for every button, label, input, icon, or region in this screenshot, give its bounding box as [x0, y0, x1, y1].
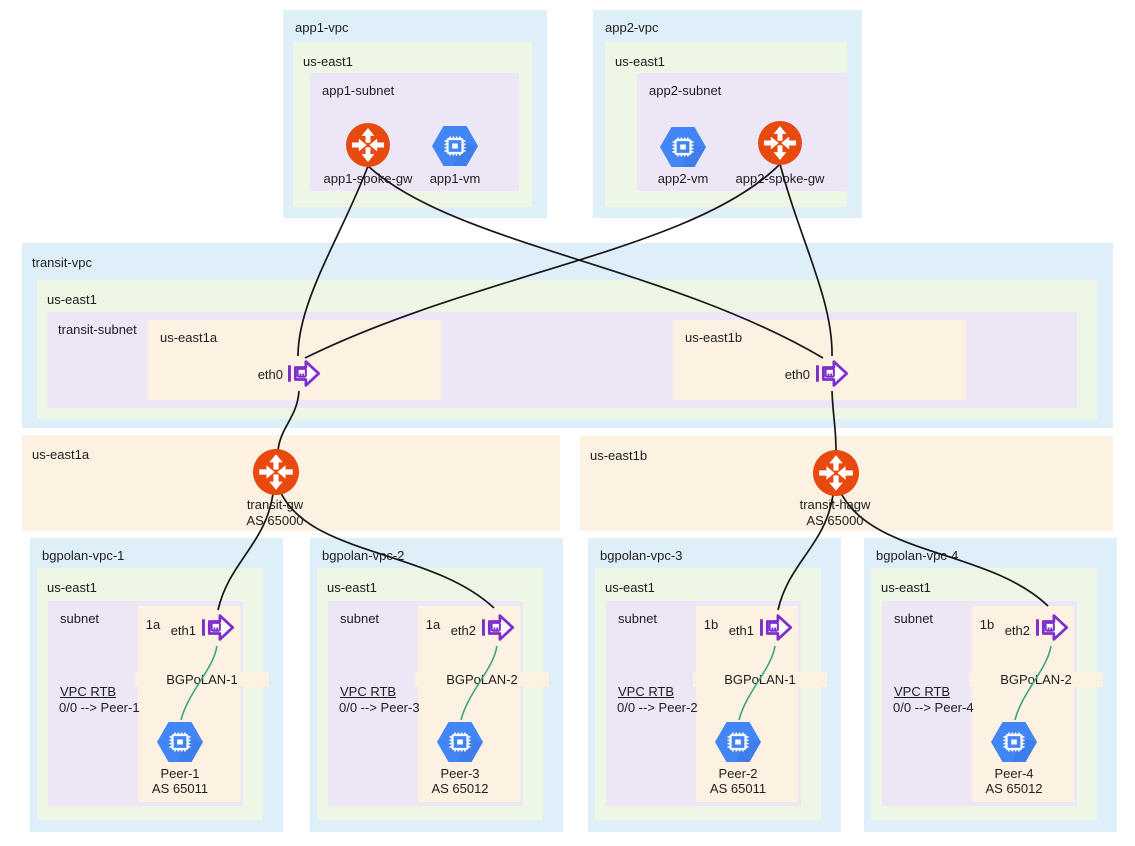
vpc-title: transit-vpc — [32, 255, 92, 270]
gateway-icon-app2-spoke-gw — [758, 121, 802, 168]
vpc-box-bgpolan-2: bgpolan-vpc-2 us-east1 subnet 1a eth2 BG… — [310, 538, 563, 832]
vm-label: app1-vm — [429, 171, 481, 186]
gateway-label: transit-gw — [246, 497, 304, 512]
vpc-title: bgpolan-vpc-4 — [876, 548, 959, 563]
zone-tag: 1b — [979, 617, 995, 632]
peer-label: Peer-2 — [718, 766, 758, 781]
vpc-title: bgpolan-vpc-3 — [600, 548, 683, 563]
zone-label: us-east1b — [590, 448, 648, 463]
gateway-icon-app1-spoke-gw — [346, 123, 390, 170]
vpc-box-bgpolan-4: bgpolan-vpc-4 us-east1 subnet 1b eth2 BG… — [864, 538, 1117, 832]
gateway-icon-transit-hagw — [813, 450, 859, 499]
subnet-label: app1-subnet — [322, 83, 395, 98]
gateway-label: app2-spoke-gw — [735, 171, 825, 186]
rtb-route: 0/0 --> Peer-2 — [617, 700, 698, 715]
subnet-label: subnet — [340, 611, 380, 626]
rtb-route: 0/0 --> Peer-4 — [893, 700, 974, 715]
vpc-title: bgpolan-vpc-2 — [322, 548, 405, 563]
lan-label: BGPoLAN-1 — [135, 672, 269, 687]
region-label: us-east1 — [605, 580, 655, 595]
vpc-title: app2-vpc — [605, 20, 659, 35]
vpc-box-bgpolan-3: bgpolan-vpc-3 us-east1 subnet 1b eth1 BG… — [588, 538, 841, 832]
region-label: us-east1 — [327, 580, 377, 595]
gateway-asn: AS 65000 — [246, 513, 304, 528]
vpc-box-bgpolan-1: bgpolan-vpc-1 us-east1 subnet 1a eth1 BG… — [30, 538, 283, 832]
vm-icon-app2-vm — [660, 127, 706, 170]
gateway-asn: AS 65000 — [806, 513, 864, 528]
peer-asn: AS 65012 — [985, 781, 1043, 796]
nic-label: eth2 — [450, 623, 476, 638]
vpc-box-app2: app2-vpc us-east1 app2-subnet app2-vm ap… — [593, 10, 862, 218]
nic-label-eth0-a: eth0 — [257, 367, 283, 382]
vm-icon-app1-vm — [432, 126, 478, 169]
peer-label: Peer-3 — [440, 766, 480, 781]
vpc-box-app1: app1-vpc us-east1 app1-subnet app1-spoke… — [283, 10, 547, 218]
zone-label: us-east1a — [160, 330, 218, 345]
rtb-route: 0/0 --> Peer-1 — [59, 700, 140, 715]
rtb-title: VPC RTB — [894, 684, 951, 699]
vm-icon-peer-2 — [715, 722, 761, 765]
peer-label: Peer-4 — [994, 766, 1034, 781]
region-label: us-east1 — [47, 580, 97, 595]
gateway-icon-transit-gw — [253, 449, 299, 498]
region-label: us-east1 — [303, 54, 353, 69]
vm-icon-peer-1 — [157, 722, 203, 765]
region-label: us-east1 — [881, 580, 931, 595]
peer-asn: AS 65011 — [709, 781, 767, 796]
lan-label: BGPoLAN-2 — [415, 672, 549, 687]
zone-tag: 1a — [425, 617, 441, 632]
vpc-title: bgpolan-vpc-1 — [42, 548, 125, 563]
rtb-route: 0/0 --> Peer-3 — [339, 700, 420, 715]
subnet-label: subnet — [618, 611, 658, 626]
nic-icon-vpc2-eth2 — [480, 611, 517, 647]
zone-tag: 1b — [703, 617, 719, 632]
nic-icon-vpc3-eth1 — [758, 611, 795, 647]
vpc-title: app1-vpc — [295, 20, 349, 35]
vm-icon-peer-4 — [991, 722, 1037, 765]
nic-icon-eth0-b — [814, 357, 851, 393]
nic-label: eth1 — [170, 623, 196, 638]
region-label: us-east1 — [615, 54, 665, 69]
subnet-label: app2-subnet — [649, 83, 722, 98]
subnet-label: subnet — [60, 611, 100, 626]
subnet-label: subnet — [894, 611, 934, 626]
nic-label: eth1 — [728, 623, 754, 638]
lan-label: BGPoLAN-2 — [969, 672, 1103, 687]
zone-label: us-east1b — [685, 330, 743, 345]
peer-asn: AS 65011 — [151, 781, 209, 796]
subnet-label: transit-subnet — [58, 322, 137, 337]
peer-asn: AS 65012 — [431, 781, 489, 796]
rtb-title: VPC RTB — [60, 684, 117, 699]
nic-icon-eth0-a — [286, 357, 323, 393]
rtb-title: VPC RTB — [618, 684, 675, 699]
zone-tag: 1a — [145, 617, 161, 632]
nic-icon-vpc1-eth1 — [200, 611, 237, 647]
vm-icon-peer-3 — [437, 722, 483, 765]
gateway-label: transit-hagw — [799, 497, 871, 512]
rtb-title: VPC RTB — [340, 684, 397, 699]
nic-icon-vpc4-eth2 — [1034, 611, 1071, 647]
region-label: us-east1 — [47, 292, 97, 307]
lan-label: BGPoLAN-1 — [693, 672, 827, 687]
peer-label: Peer-1 — [160, 766, 200, 781]
nic-label-eth0-b: eth0 — [784, 367, 810, 382]
nic-label: eth2 — [1004, 623, 1030, 638]
zone-label: us-east1a — [32, 447, 90, 462]
vpc-box-transit: transit-vpc us-east1 transit-subnet us-e… — [22, 243, 1113, 428]
